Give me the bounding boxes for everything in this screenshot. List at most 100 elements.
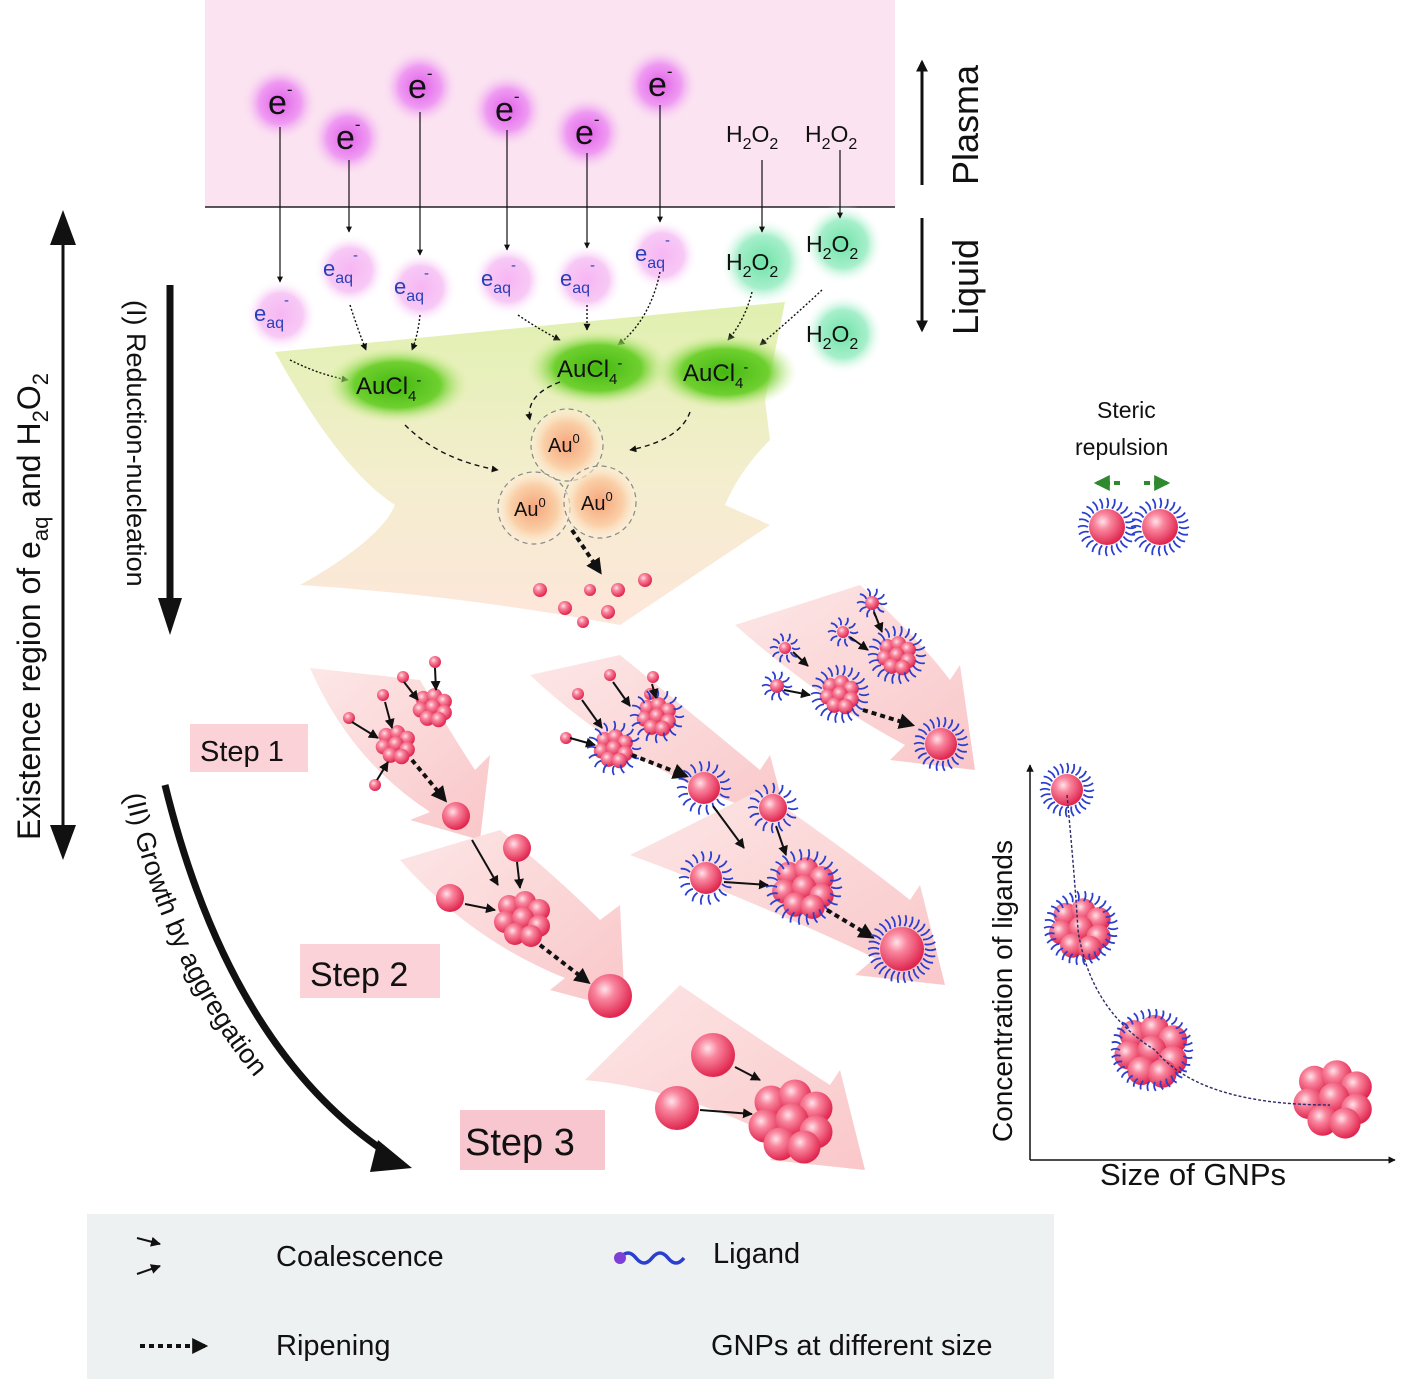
h2o2-liquid: H2O2: [803, 294, 883, 374]
gnp-particle: [503, 834, 531, 862]
gnp-particle: [377, 689, 389, 701]
gnp-cluster: [772, 857, 834, 919]
au0-label: Au0: [514, 495, 546, 521]
h2o2-plasma: H2O2: [726, 121, 778, 153]
process-arrow: [783, 688, 811, 699]
ligand-shell: [629, 688, 685, 744]
gnp-particle: [883, 658, 900, 674]
step-arrows: [310, 585, 975, 1170]
ligand-shell: [761, 671, 793, 701]
solvated-electron: eaq-: [472, 244, 544, 316]
process-arrow: [569, 737, 596, 748]
plasma-to-liquid-arrows: [277, 105, 843, 283]
ligand-shell: [769, 633, 801, 663]
gnp-particle: [600, 751, 617, 767]
electron: e-: [549, 95, 625, 171]
process-arrow: [712, 805, 745, 849]
svg-text:H2O2: H2O2: [726, 121, 778, 153]
process-arrow: [734, 1066, 761, 1081]
process-arrow: [792, 651, 809, 667]
process-arrow: [351, 721, 379, 739]
gnp-particle: [504, 923, 526, 945]
process-arrow: [538, 943, 591, 984]
gnp-cluster: [375, 725, 415, 765]
gnp-particle: [520, 925, 542, 947]
liquid-label: Liquid: [945, 239, 986, 335]
ligand-shell: [913, 716, 969, 772]
solvated-electron: eaq-: [385, 252, 457, 324]
gnp-particle: [577, 616, 589, 628]
ligand-shell: [1077, 497, 1137, 557]
ligand-shell: [1130, 497, 1190, 557]
gnp-particle: [837, 698, 854, 715]
gnp-particle: [393, 748, 410, 765]
legend-box: [87, 1214, 1054, 1379]
gnp-particle: [611, 583, 625, 597]
electron: e-: [469, 72, 545, 148]
ligand-shell: [676, 760, 732, 816]
gnp-particle: [1329, 1107, 1361, 1139]
gnp-particle: [880, 927, 924, 971]
au0-label: Au0: [548, 431, 580, 457]
gnp-particle: [429, 656, 441, 668]
ligand-shell: [586, 720, 642, 776]
graph-particle: [1051, 774, 1083, 806]
gnp-particle: [1077, 935, 1102, 960]
gnp-particle: [655, 1086, 699, 1130]
ligand-shell: [827, 617, 859, 647]
steric-particle: [1142, 509, 1178, 545]
gnp-particle: [382, 747, 399, 763]
gnp-particle: [763, 1127, 797, 1161]
size-concentration-graph: Concentration of ligands Size of GNPs: [987, 764, 1396, 1192]
gnp-particle: [584, 584, 596, 596]
svg-text:H2O2: H2O2: [806, 321, 858, 353]
electron: e-: [242, 65, 318, 141]
gnp-particle: [647, 671, 659, 683]
gnp-particle: [560, 732, 572, 744]
process-arrow: [631, 753, 689, 779]
electron: e-: [622, 47, 698, 123]
gnp-particle: [800, 894, 825, 919]
gnp-particle: [572, 688, 584, 700]
solvated-electron: eaq-: [314, 234, 386, 306]
process-arrow: [376, 761, 389, 781]
gnp-particle: [397, 671, 409, 683]
process-arrow: [723, 879, 769, 890]
gnp-particle: [369, 779, 381, 791]
existence-region-label: Existence region of eaq and H2O2: [11, 373, 53, 840]
legend: Coalescence Ripening Ligand GNPs at diff…: [87, 1214, 1054, 1379]
ligand-head-icon: [614, 1252, 626, 1264]
gnp-particle: [638, 573, 652, 587]
gnp-cluster: [819, 675, 859, 715]
gnp-particle: [770, 679, 784, 693]
process-arrow: [471, 839, 499, 886]
gnp-particle: [1127, 1056, 1156, 1086]
gnp-particle: [783, 892, 808, 917]
gnp-particle: [601, 605, 615, 619]
aucl4-label: AuCl4-: [557, 355, 622, 388]
ligand-icon: [618, 1251, 686, 1265]
gnp-particle: [442, 802, 470, 830]
steric-particle: [1089, 509, 1125, 545]
gnp-particle: [436, 884, 464, 912]
gnp-particle: [430, 711, 447, 728]
gnp-particle: [925, 728, 957, 760]
gnp-particle: [894, 659, 911, 676]
gnp-cluster: [412, 688, 452, 728]
gnp-particle: [688, 772, 720, 804]
plasma-label: Plasma: [945, 64, 986, 185]
gnp-particle: [826, 697, 843, 713]
step-3-label: Step 3: [465, 1122, 575, 1164]
gnp-particle: [690, 862, 722, 894]
svg-text:H2O2: H2O2: [806, 231, 858, 263]
aucl4-group: AuCl4- AuCl4- AuCl4-: [325, 330, 797, 423]
process-arrow: [384, 701, 395, 729]
steric-label-line1: Steric: [1097, 397, 1156, 423]
graph-y-label: Concentration of ligands: [987, 840, 1018, 1142]
step-labels: Step 1 Step 2 Step 3: [190, 724, 605, 1170]
gnp-particle: [1148, 1059, 1177, 1088]
legend-ripening: Ripening: [276, 1330, 390, 1362]
gnp-particle: [759, 794, 787, 822]
legend-ligand: Ligand: [713, 1238, 800, 1270]
gnp-particle: [558, 601, 572, 615]
